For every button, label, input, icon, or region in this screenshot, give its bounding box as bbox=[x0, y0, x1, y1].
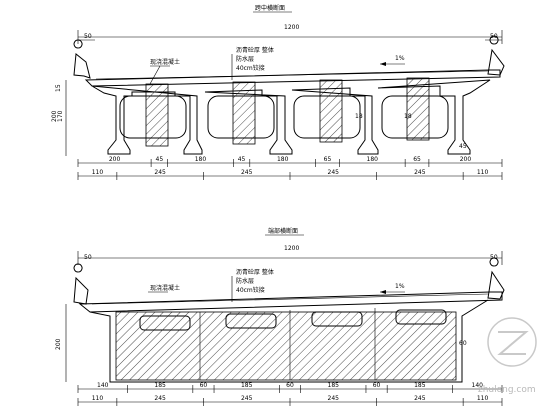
end-section: 端部横断面 1200 50 50 现浇混凝土 沥青砼厚 整体 防水层 40cm铰… bbox=[55, 227, 505, 406]
midspan-bottom-dim-1: 45 bbox=[156, 156, 164, 163]
end-height-label: 200 bbox=[55, 338, 62, 350]
midspan-span-dim-5: 110 bbox=[477, 169, 489, 176]
height-total-label: 200 bbox=[51, 110, 58, 122]
end-right-railing bbox=[487, 257, 505, 300]
midspan-span-dim-4: 245 bbox=[414, 169, 426, 176]
end-bottom-dim-5: 185 bbox=[328, 382, 340, 389]
paving-layer bbox=[95, 70, 489, 80]
end-span-dim-4: 245 bbox=[414, 395, 426, 402]
end-pocket-4 bbox=[395, 309, 447, 325]
end-span-dim-1: 245 bbox=[154, 395, 166, 402]
hinge-joint-1 bbox=[145, 83, 169, 147]
slope-label: 1% bbox=[395, 55, 405, 62]
bottom-dim-labels: 200 45 180 45 180 65 180 65 200 bbox=[77, 156, 503, 167]
callout-left: 现浇混凝土 bbox=[150, 58, 180, 66]
midspan-span-dim-2: 245 bbox=[241, 169, 253, 176]
end-bottom-dim-0: 140 bbox=[97, 382, 109, 389]
midspan-title: 跨中横断面 bbox=[255, 4, 285, 12]
end-pocket-3 bbox=[311, 311, 363, 327]
midspan-span-dim-0: 110 bbox=[92, 169, 104, 176]
web-label-1: 18 bbox=[355, 113, 363, 120]
side-dim-right: 45 bbox=[459, 143, 467, 150]
watermark-logo-icon bbox=[487, 317, 537, 367]
end-pocket-2 bbox=[225, 313, 277, 329]
midspan-span-dim-1: 245 bbox=[154, 169, 166, 176]
end-side-dim-right: 60 bbox=[459, 340, 467, 347]
midspan-bottom-dim-8: 200 bbox=[460, 156, 472, 163]
girder-4 bbox=[377, 79, 491, 155]
right-railing bbox=[487, 35, 505, 76]
end-span-dim-0: 110 bbox=[92, 395, 104, 402]
watermark: zhulong.com bbox=[478, 317, 537, 395]
curb-left-label: 50 bbox=[84, 33, 92, 40]
end-title: 端部横断面 bbox=[268, 227, 298, 235]
end-callout-left: 现浇混凝土 bbox=[150, 284, 180, 292]
hinge-joint-4 bbox=[406, 77, 430, 141]
end-curb-left-label: 50 bbox=[84, 254, 92, 261]
end-left-railing bbox=[73, 263, 89, 305]
end-bottom-dim-8: 140 bbox=[472, 382, 484, 389]
end-pocket-1 bbox=[139, 315, 191, 331]
web-label-2: 18 bbox=[404, 113, 412, 120]
height-web-label: 170 bbox=[57, 110, 64, 122]
end-callout-right-1: 沥青砼厚 整体 bbox=[236, 268, 274, 276]
overall-width-label: 1200 bbox=[284, 24, 299, 31]
height-top-label: 15 bbox=[55, 84, 62, 92]
callout-right-2: 防水层 bbox=[236, 55, 254, 63]
end-deck-slab bbox=[78, 291, 503, 313]
girder-2 bbox=[204, 89, 293, 155]
midspan-bottom-dim-5: 65 bbox=[324, 156, 332, 163]
end-solid-outline bbox=[89, 299, 489, 383]
deck-top-slab bbox=[84, 69, 501, 87]
hinge-joint-3 bbox=[319, 79, 343, 143]
end-curb-right-label: 50 bbox=[490, 254, 498, 261]
callout-right-3: 40cm铰接 bbox=[236, 64, 265, 72]
end-callout-right-2: 防水层 bbox=[236, 277, 254, 285]
end-bottom-dim-6: 60 bbox=[373, 382, 381, 389]
end-bottom-dim-4: 60 bbox=[286, 382, 294, 389]
midspan-bottom-dim-2: 180 bbox=[195, 156, 207, 163]
span-dim-labels: 110 245 245 245 245 110 bbox=[77, 169, 503, 180]
midspan-bottom-dim-6: 180 bbox=[367, 156, 379, 163]
end-overall-width-label: 1200 bbox=[284, 245, 299, 252]
end-bottom-dim-2: 60 bbox=[200, 382, 208, 389]
end-callout-right-3: 40cm铰接 bbox=[236, 286, 265, 294]
end-bottom-dim-3: 185 bbox=[241, 382, 253, 389]
end-bottom-dim-7: 185 bbox=[414, 382, 426, 389]
end-span-dim-3: 245 bbox=[328, 395, 340, 402]
midspan-bottom-dim-7: 65 bbox=[413, 156, 421, 163]
callout-right-1: 沥青砼厚 整体 bbox=[236, 46, 274, 54]
end-bottom-dim-1: 185 bbox=[154, 382, 166, 389]
end-span-dim-5: 110 bbox=[477, 395, 489, 402]
midspan-bottom-dim-4: 180 bbox=[277, 156, 289, 163]
girder-3 bbox=[291, 87, 379, 155]
girder-1 bbox=[91, 85, 203, 155]
end-paving-layer bbox=[91, 293, 489, 305]
end-span-dim-labels: 110 245 245 245 245 110 bbox=[77, 395, 503, 406]
midspan-bottom-dim-0: 200 bbox=[109, 156, 121, 163]
end-span-dim-2: 245 bbox=[241, 395, 253, 402]
end-bottom-dim-labels: 140 185 60 185 60 185 60 185 140 bbox=[77, 382, 503, 393]
midspan-span-dim-3: 245 bbox=[328, 169, 340, 176]
hinge-joint-2 bbox=[232, 81, 256, 145]
watermark-text: zhulong.com bbox=[478, 385, 536, 395]
end-slope-label: 1% bbox=[395, 283, 405, 290]
midspan-section: 跨中横断面 1200 50 50 现浇混凝土 bbox=[51, 4, 505, 180]
end-solid-hatched bbox=[115, 311, 457, 381]
left-railing bbox=[73, 39, 91, 79]
midspan-bottom-dim-3: 45 bbox=[238, 156, 246, 163]
